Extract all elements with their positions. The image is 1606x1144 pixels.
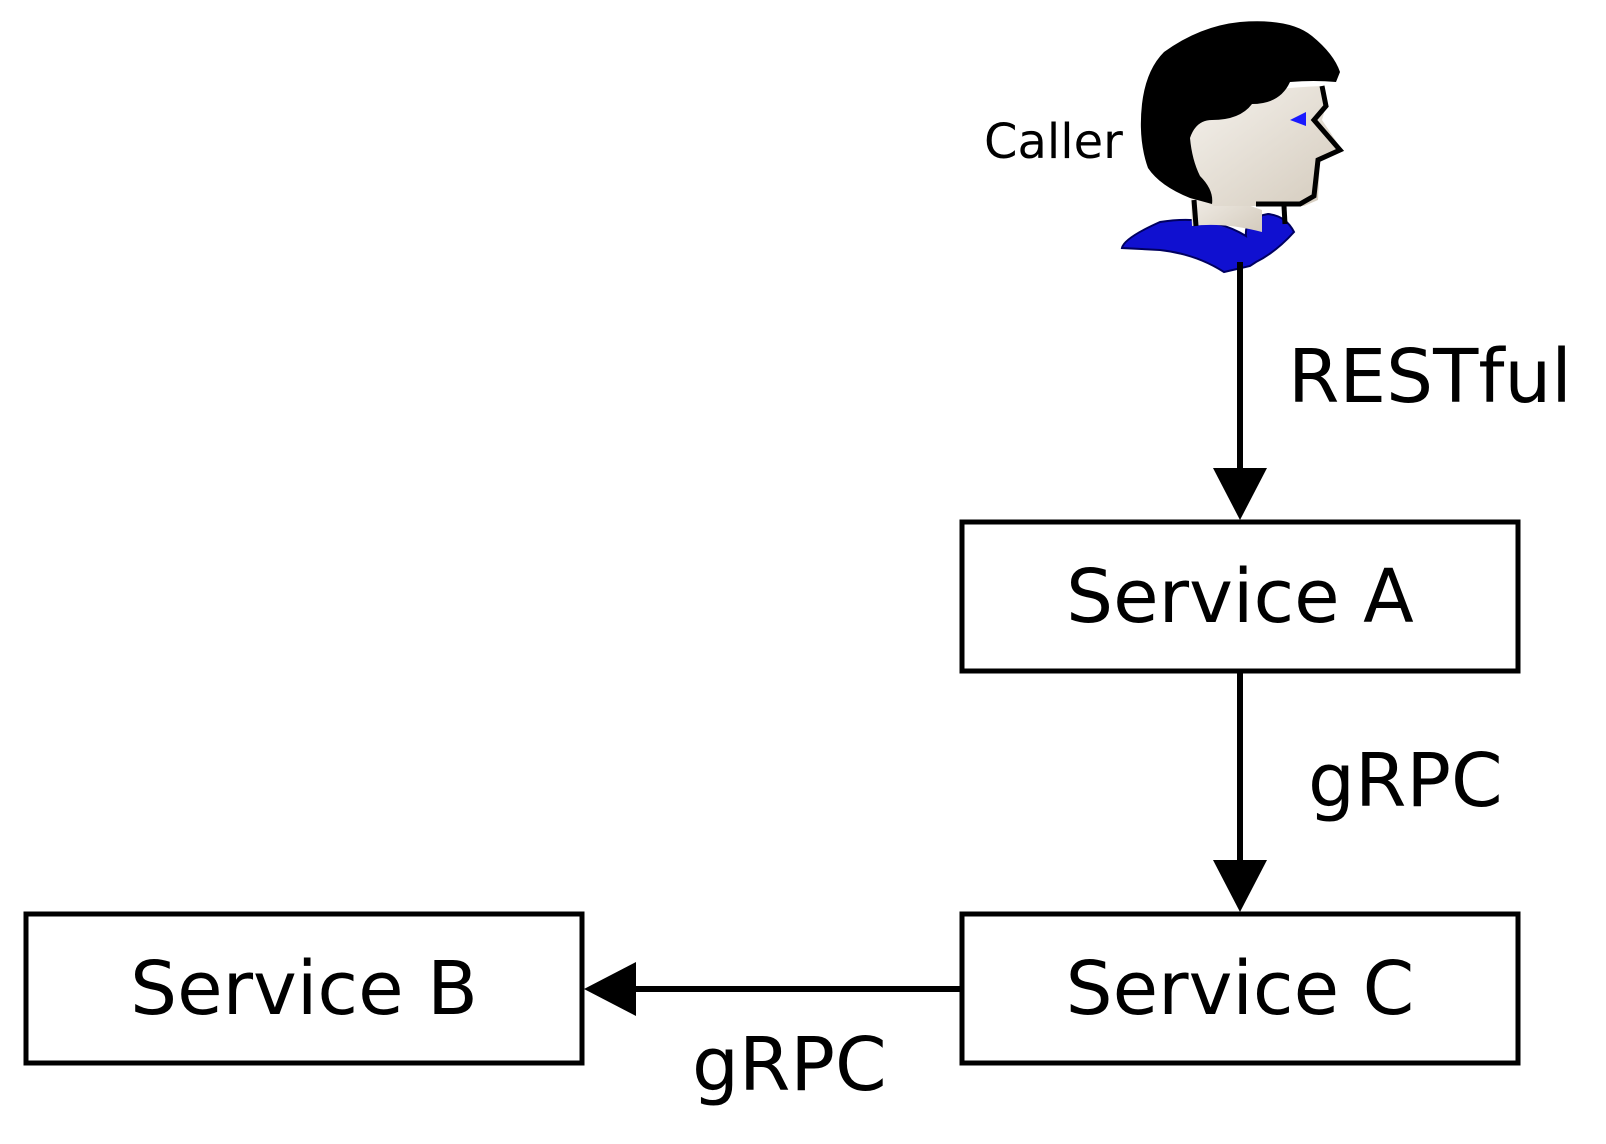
service-c-node: Service C [959,911,1521,1066]
service-a-label: Service A [1066,554,1414,640]
edge-service-c-to-service-b [584,962,960,1016]
service-a-node: Service A [959,519,1521,674]
edge-label-grpc-vertical: gRPC [1308,738,1503,824]
service-c-label: Service C [1066,946,1415,1032]
person-head-icon [1120,21,1345,274]
edge-label-restful: RESTful [1288,334,1572,420]
edge-service-a-to-service-c [1213,673,1267,912]
edge-label-grpc-horizontal: gRPC [692,1022,887,1108]
caller-label: Caller [984,114,1123,170]
edge-caller-to-service-a [1213,262,1267,520]
service-b-node: Service B [23,911,585,1066]
service-b-label: Service B [130,946,478,1032]
